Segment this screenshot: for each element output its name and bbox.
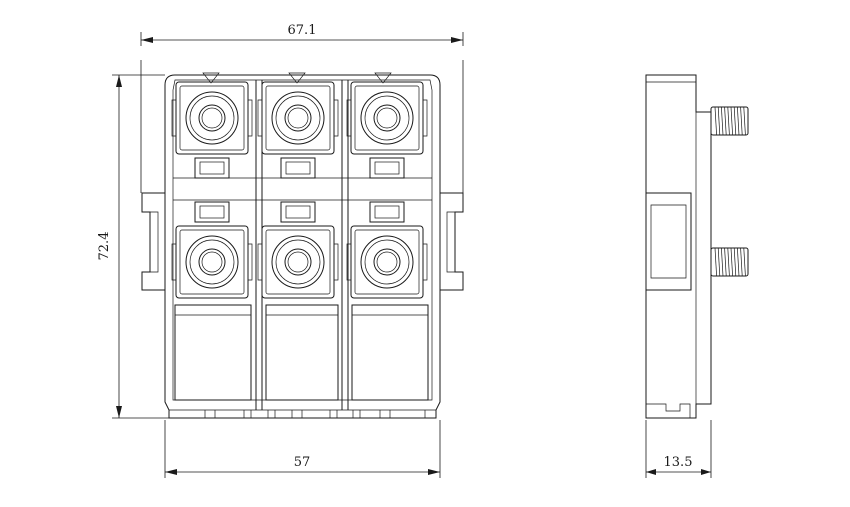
terminal-1-2 (257, 81, 339, 179)
threaded-stud-2 (710, 247, 749, 277)
terminal-2-3 (346, 201, 428, 299)
dim-label-height: 72.4 (97, 232, 112, 261)
terminals (171, 81, 432, 299)
front-view (141, 72, 464, 419)
dim-label-bottom-width: 57 (294, 455, 311, 470)
front-housing-outline (164, 74, 441, 419)
dimension-top-width: 67.1 (140, 23, 464, 193)
bottom-notches (169, 409, 436, 418)
side-mounting-ear (646, 192, 692, 291)
side-view (645, 74, 749, 419)
bottom-chambers (174, 304, 429, 401)
latch-slot (369, 157, 405, 179)
latch-slot (194, 157, 230, 179)
latch-slot (280, 201, 316, 223)
left-mounting-ear (141, 192, 165, 291)
marker-triangle-1 (202, 72, 220, 84)
threaded-stud-1 (710, 106, 749, 136)
threaded-studs (710, 106, 749, 277)
terminal-2-2 (257, 201, 339, 299)
dim-label-top-width: 67.1 (288, 23, 317, 38)
marker-triangle-2 (288, 72, 306, 84)
terminal-2-1 (171, 201, 253, 299)
front-housing-inner (172, 79, 433, 401)
right-mounting-ear (440, 192, 464, 291)
divider-left (255, 80, 263, 410)
terminal-1-1 (171, 81, 253, 179)
divider-right (341, 80, 349, 410)
dimension-bottom-width: 57 (164, 420, 441, 478)
terminal-1-3 (346, 81, 428, 179)
marker-triangle-3 (374, 72, 392, 84)
dim-label-side-depth: 13.5 (664, 455, 693, 470)
side-body-outline (645, 74, 712, 419)
latch-slot (280, 157, 316, 179)
latch-slot (194, 201, 230, 223)
latch-slot (369, 201, 405, 223)
dimension-height: 72.4 (97, 74, 169, 419)
dimension-side-depth: 13.5 (645, 420, 712, 478)
